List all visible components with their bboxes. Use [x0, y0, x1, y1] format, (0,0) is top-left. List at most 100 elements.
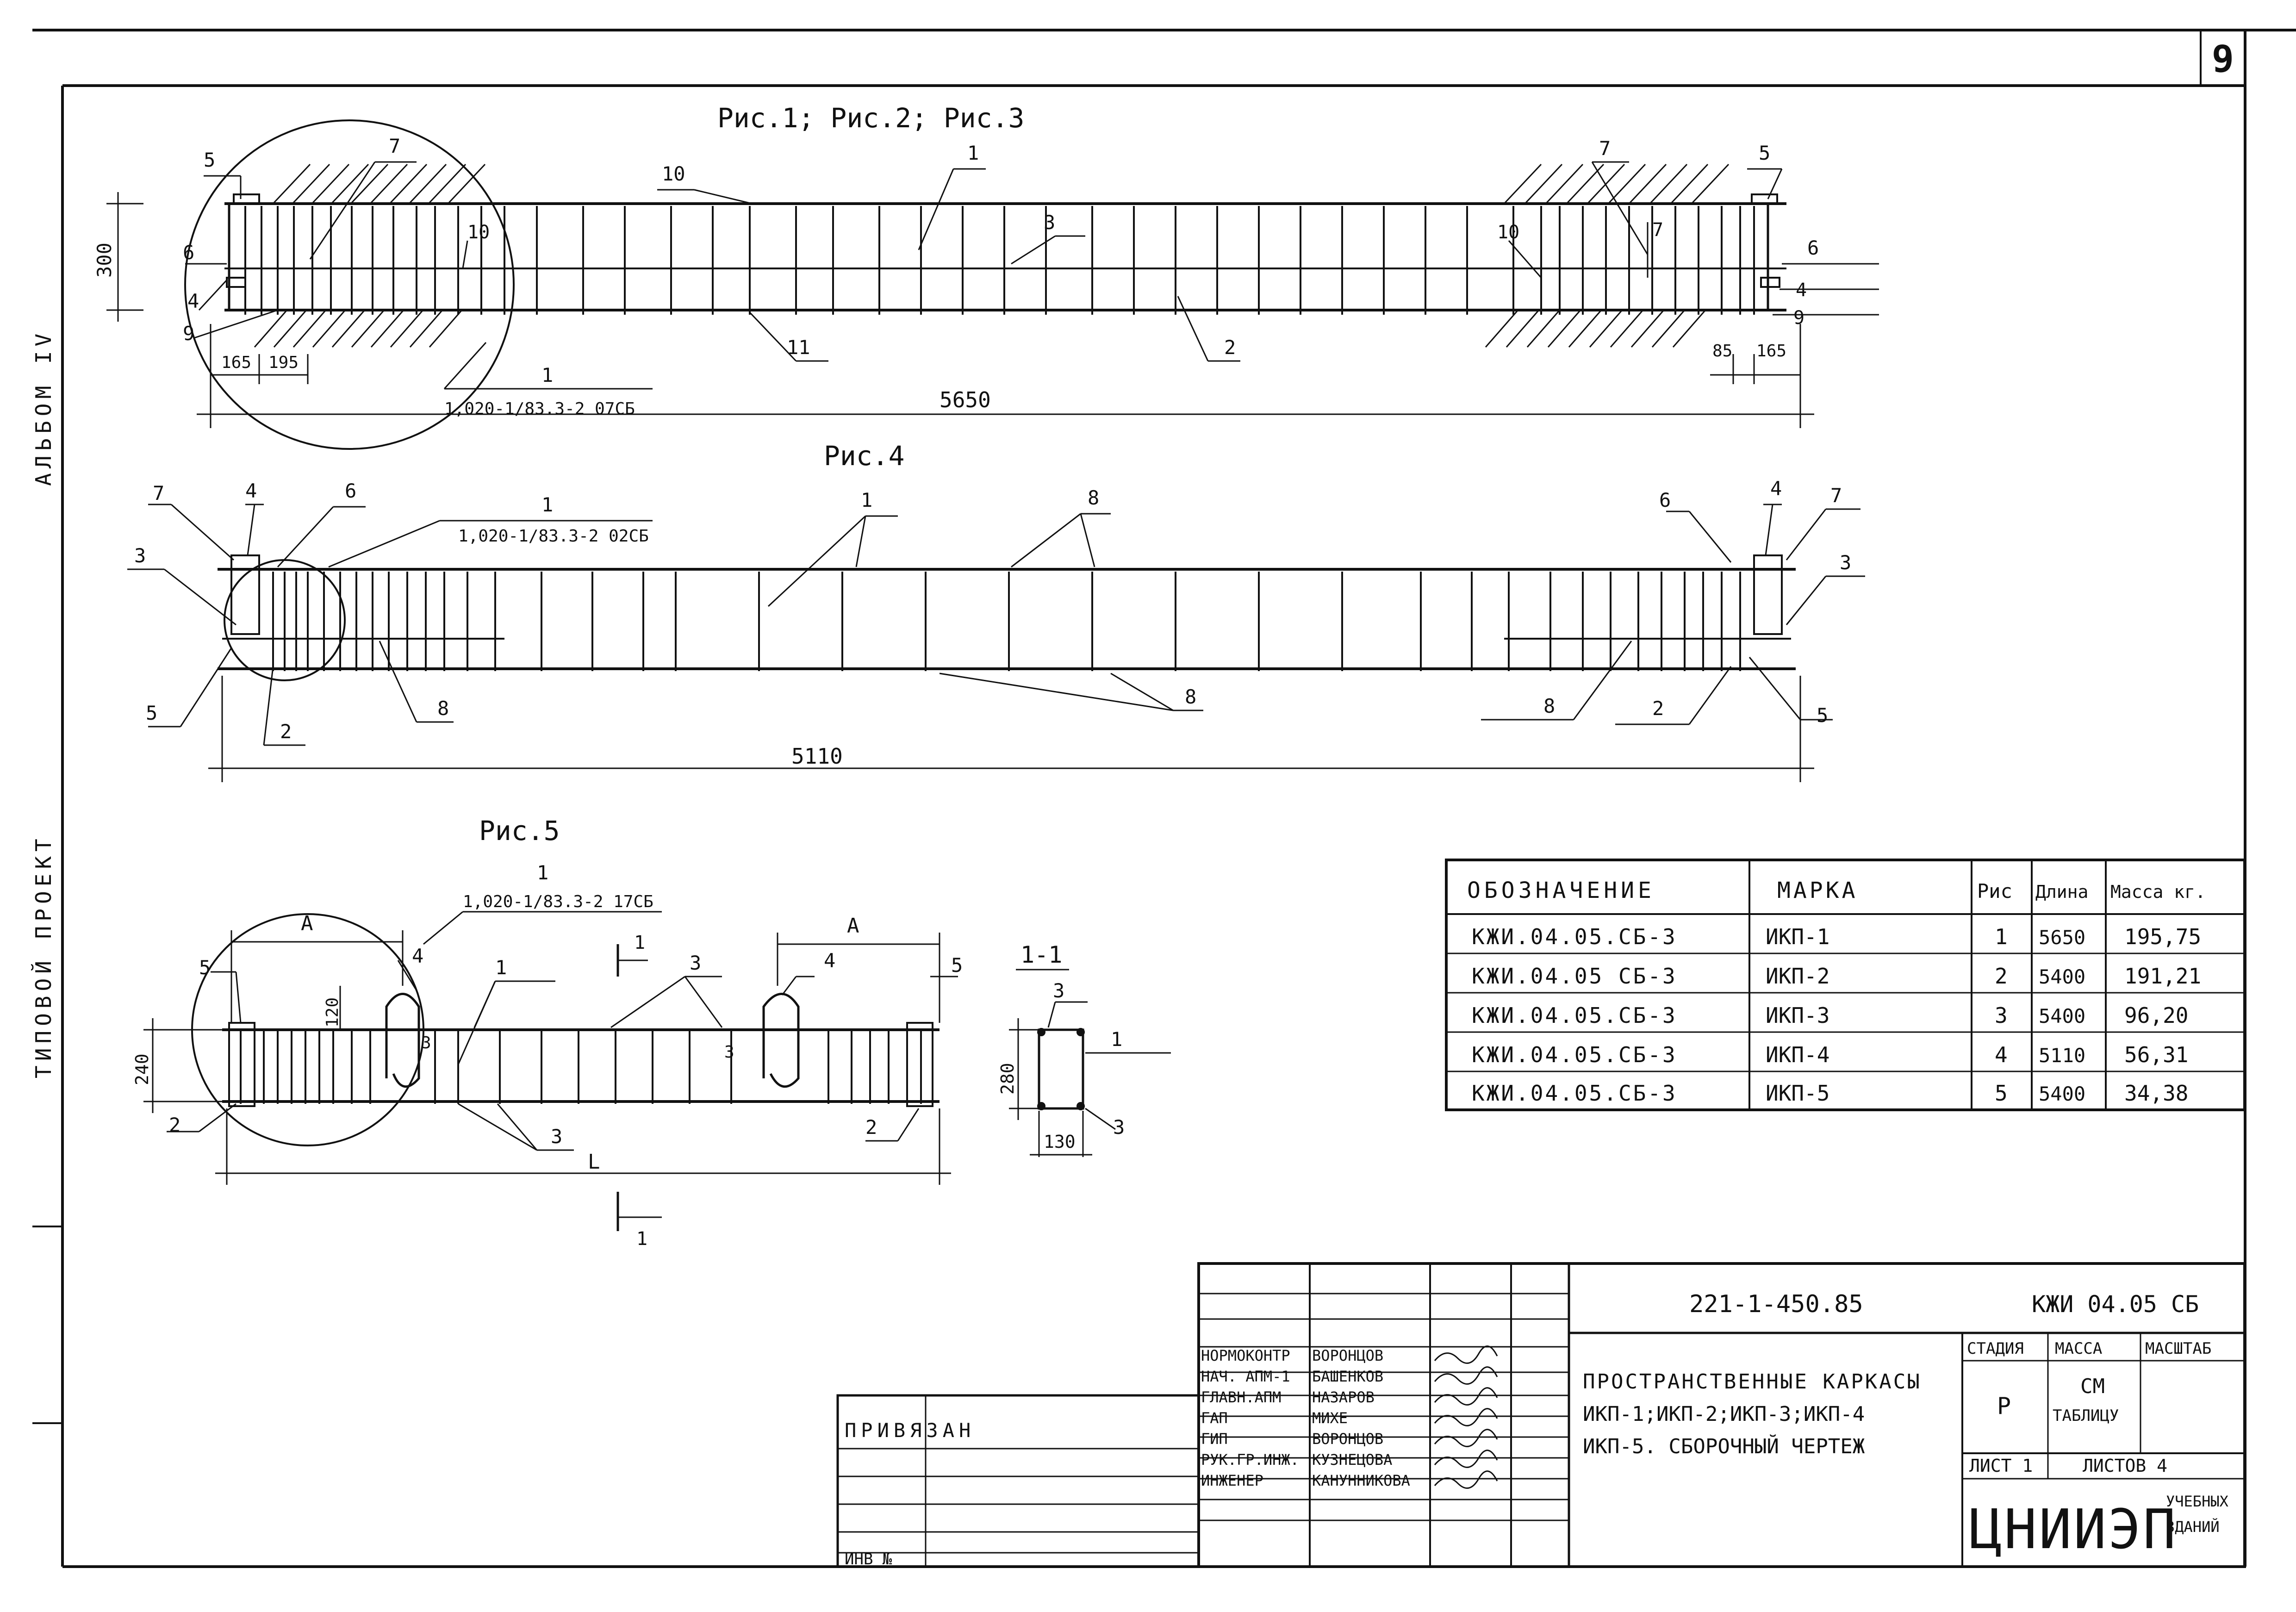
rebar-line [273, 310, 307, 348]
spec-cell-designation: КЖИ.04.05 СБ-3 [1472, 964, 1677, 989]
spec-cell-fig: 3 [1995, 1003, 2008, 1028]
rebar-line [1649, 163, 1688, 205]
rebar-line [1607, 163, 1646, 205]
rebar-line [1566, 163, 1605, 205]
mass-value-1: СМ [2080, 1375, 2105, 1398]
spec-header-length: Длина [2035, 882, 2088, 902]
figure-4: Рис.4 5110 1 1,020-1/83.3-2 02СБ 7 4 6 3 [127, 440, 1865, 782]
fig5-dim-a-right: A [847, 914, 859, 938]
stage-value: Р [1997, 1393, 2011, 1419]
sheet-number: 9 [2212, 37, 2234, 81]
rebar-line [1506, 310, 1540, 348]
rebar-line [311, 163, 350, 205]
rebar-line [1670, 163, 1709, 205]
spec-cell-length: 5400 [2039, 965, 2085, 988]
section-height: 280 [997, 1063, 1018, 1095]
spec-cell-mark: ИКП-5 [1766, 1081, 1829, 1106]
rebar-line [409, 310, 443, 348]
fig123-dim-165: 165 [221, 353, 251, 372]
pos-4-left: 4 [187, 290, 199, 312]
spec-cell-designation: КЖИ.04.05.СБ-3 [1472, 1003, 1677, 1028]
spec-header-fig: Рис [1977, 880, 2012, 902]
fig5-pos-3-loop-right: 3 [724, 1043, 734, 1062]
rebar-line [312, 310, 346, 348]
rebar-line [1545, 163, 1584, 205]
section-width: 130 [1044, 1132, 1076, 1152]
project-code: 221-1-450.85 [1689, 1290, 1863, 1318]
staff-name: НАЗАРОВ [1312, 1388, 1375, 1406]
rebar-line [292, 163, 330, 205]
spec-cell-fig: 4 [1995, 1042, 2008, 1067]
spec-cell-designation: КЖИ.04.05.СБ-3 [1472, 1042, 1677, 1067]
rebar-line [254, 310, 288, 348]
org-sub-1: УЧЕБНЫХ [2166, 1493, 2228, 1510]
fig4-length: 5110 [791, 744, 843, 769]
org-logo: ЦНИИЭП [1969, 1497, 2178, 1561]
fig5-pos-3-top: 3 [690, 952, 701, 974]
section-pos-1: 1 [1111, 1028, 1122, 1051]
staff-name: МИХЕ [1312, 1409, 1348, 1427]
binding-label: ПРИВЯЗАН [845, 1419, 975, 1442]
spec-table: ОБОЗНАЧЕНИЕ МАРКА Рис Длина Масса кг. КЖ… [1445, 859, 2246, 1111]
signature [1434, 1387, 1498, 1406]
spec-cell-mass: 96,20 [2124, 1003, 2188, 1028]
fig4-vertical-bars [272, 572, 1741, 671]
mass-value-2: ТАБЛИЦУ [2053, 1407, 2119, 1425]
spec-cell-mark: ИКП-4 [1766, 1042, 1829, 1067]
rebar-line [330, 163, 369, 205]
table-row: КЖИ.04.05.СБ-3 ИКП-3 3 5400 96,20 [1472, 1003, 2188, 1028]
rebar-line [429, 310, 463, 348]
pos-7-left: 7 [153, 482, 164, 504]
staff-name: ВОРОНЦОВ [1312, 1430, 1383, 1448]
fig5-pos-4-right: 4 [824, 949, 835, 972]
table-row: КЖИ.04.05 СБ-3 ИКП-2 2 5400 191,21 [1472, 964, 2201, 989]
rebar-line [389, 163, 428, 205]
fig5-height: 240 [132, 1053, 152, 1085]
fig123-title: Рис.1; Рис.2; Рис.3 [717, 102, 1024, 134]
signature [1434, 1450, 1498, 1468]
pos-4-right: 4 [1796, 280, 1807, 301]
signature [1434, 1366, 1498, 1385]
spec-cell-length: 5400 [2039, 1083, 2085, 1105]
spec-cell-length: 5400 [2039, 1005, 2085, 1027]
drawing-title-line-2: ИКП-1;ИКП-2;ИКП-3;ИКП-4 [1583, 1402, 1865, 1426]
staff-name: КАНУННИКОВА [1312, 1472, 1410, 1489]
fig5-section-top: 1 [634, 932, 645, 953]
pos-4-left: 4 [245, 479, 257, 502]
rebar-line [369, 163, 408, 205]
staff-role: НОРМОКОНТР [1201, 1347, 1290, 1364]
fig4-callouts: 7 4 6 3 5 2 8 1 8 8 8 2 [127, 477, 1865, 746]
rebar-line [351, 310, 385, 348]
staff-name: ВОРОНЦОВ [1312, 1347, 1383, 1364]
fig123-dim-195: 195 [268, 353, 299, 372]
signature [1434, 1408, 1498, 1426]
pos-8-right: 8 [1543, 695, 1555, 717]
staff-role: ГАП [1201, 1409, 1228, 1427]
sheet-index: ЛИСТ 1 [1969, 1456, 2033, 1476]
pos-7-right: 7 [1830, 484, 1842, 507]
pos-11-bottom: 11 [787, 336, 810, 359]
spec-cell-mass: 195,75 [2124, 924, 2201, 949]
rebar-line [1630, 310, 1665, 348]
rebar-line [1485, 310, 1519, 348]
spec-cell-length: 5650 [2039, 926, 2085, 949]
col-header-mass: МАССА [2055, 1339, 2102, 1358]
pos-2-left: 2 [280, 720, 292, 743]
fig5-title: Рис.5 [479, 815, 560, 846]
drawing-title-line-3: ИКП-5. СБОРОЧНЫЙ ЧЕРТЕЖ [1583, 1434, 1865, 1458]
section-pos-3-top: 3 [1053, 979, 1064, 1002]
fig5-dim-a-left: A [301, 912, 313, 935]
spec-cell-mark: ИКП-1 [1766, 924, 1829, 949]
pos-4-right: 4 [1770, 477, 1782, 500]
rebar-line [272, 163, 311, 205]
rebar-line [1651, 310, 1686, 348]
staff-role: ГЛАВН.АПМ [1201, 1388, 1281, 1406]
pos-8-top: 8 [1088, 486, 1099, 509]
fig123-dim-85: 85 [1712, 342, 1732, 361]
fig123-ref: 1,020-1/83.3-2 07СБ [444, 399, 635, 418]
fig4-ref: 1,020-1/83.3-2 02СБ [458, 527, 649, 546]
rebar-line [428, 163, 467, 205]
staff-name: БАШЕНКОВ [1312, 1368, 1383, 1385]
